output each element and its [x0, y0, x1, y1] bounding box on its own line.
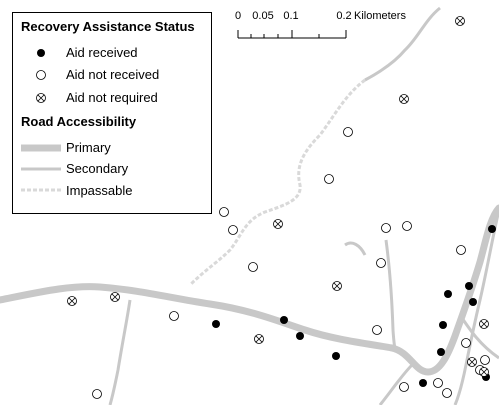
aid-not-received-marker[interactable]: [461, 338, 471, 348]
legend-title-road: Road Accessibility: [21, 114, 137, 129]
legend-title-assistance: Recovery Assistance Status: [21, 19, 195, 34]
aid-not-received-marker[interactable]: [228, 225, 238, 235]
aid-received-marker[interactable]: [465, 282, 473, 290]
aid-not-received-marker[interactable]: [372, 325, 382, 335]
aid-not-required-marker[interactable]: [273, 219, 283, 229]
scale-bar-graphic: [237, 30, 347, 39]
secondary-road: [458, 314, 499, 360]
legend-label-aid-not-required: Aid not required: [66, 90, 158, 105]
aid-not-received-marker[interactable]: [169, 311, 179, 321]
aid-not-received-marker[interactable]: [324, 174, 334, 184]
aid-not-required-marker[interactable]: [467, 357, 477, 367]
scale-tick-label: 0.2: [336, 10, 352, 22]
aid-not-received-marker[interactable]: [442, 388, 452, 398]
aid-not-received-marker[interactable]: [376, 258, 386, 268]
aid-not-received-marker[interactable]: [381, 223, 391, 233]
scale-units-label: Kilometers: [354, 10, 406, 22]
aid-not-required-markers: [67, 16, 489, 377]
aid-not-received-marker[interactable]: [402, 221, 412, 231]
aid-not-received-marker[interactable]: [92, 389, 102, 399]
scale-tick-label: 0: [234, 10, 242, 22]
secondary-road: [384, 239, 398, 353]
aid-received-marker[interactable]: [212, 320, 220, 328]
aid-not-required-marker[interactable]: [479, 319, 489, 329]
legend-label-impassable: Impassable: [66, 183, 133, 198]
secondary-road: [378, 363, 414, 405]
legend-label-secondary: Secondary: [66, 161, 129, 176]
primary-road: [0, 204, 499, 376]
aid-received-markers: [212, 225, 496, 387]
aid-received-marker[interactable]: [332, 352, 340, 360]
secondary-road: [364, 6, 441, 82]
filled-circle-icon: [37, 49, 45, 57]
aid-not-required-marker[interactable]: [479, 367, 489, 377]
open-circle-icon: [36, 70, 46, 80]
secondary-road: [108, 299, 132, 405]
aid-not-received-markers: [92, 127, 490, 399]
aid-not-required-marker[interactable]: [455, 16, 465, 26]
aid-not-received-marker[interactable]: [219, 207, 229, 217]
aid-not-required-marker[interactable]: [332, 281, 342, 291]
aid-not-received-marker[interactable]: [248, 262, 258, 272]
aid-not-required-marker[interactable]: [110, 292, 120, 302]
aid-received-marker[interactable]: [296, 332, 304, 340]
aid-not-required-marker[interactable]: [67, 296, 77, 306]
aid-received-marker[interactable]: [439, 321, 447, 329]
impassable-road-icon: [21, 188, 61, 192]
primary-road-icon: [21, 144, 61, 152]
scale-tick-label: 0.05: [252, 10, 274, 22]
aid-received-marker[interactable]: [280, 316, 288, 324]
aid-received-marker[interactable]: [488, 225, 496, 233]
legend-label-primary: Primary: [66, 140, 111, 155]
legend-label-aid-received: Aid received: [66, 45, 138, 60]
aid-not-received-marker[interactable]: [343, 127, 353, 137]
aid-not-required-marker[interactable]: [254, 334, 264, 344]
scale-tick-label: 0.1: [283, 10, 299, 22]
legend-label-aid-not-received: Aid not received: [66, 67, 160, 82]
aid-received-marker[interactable]: [469, 298, 477, 306]
aid-received-marker[interactable]: [419, 379, 427, 387]
aid-not-required-marker[interactable]: [399, 94, 409, 104]
scale-bar: 0 0.05 0.1 0.2 Kilometers: [234, 8, 414, 39]
aid-not-received-marker[interactable]: [480, 355, 490, 365]
aid-received-marker[interactable]: [444, 290, 452, 298]
aid-not-received-marker[interactable]: [433, 378, 443, 388]
aid-received-marker[interactable]: [437, 348, 445, 356]
map-legend: Recovery Assistance Status Aid received …: [12, 12, 212, 214]
secondary-road: [453, 209, 499, 405]
crossed-circle-icon: [36, 93, 46, 103]
impassable-road: [188, 78, 366, 287]
aid-not-received-marker[interactable]: [456, 245, 466, 255]
secondary-road-icon: [21, 167, 61, 171]
secondary-road: [344, 241, 367, 256]
aid-not-received-marker[interactable]: [399, 382, 409, 392]
